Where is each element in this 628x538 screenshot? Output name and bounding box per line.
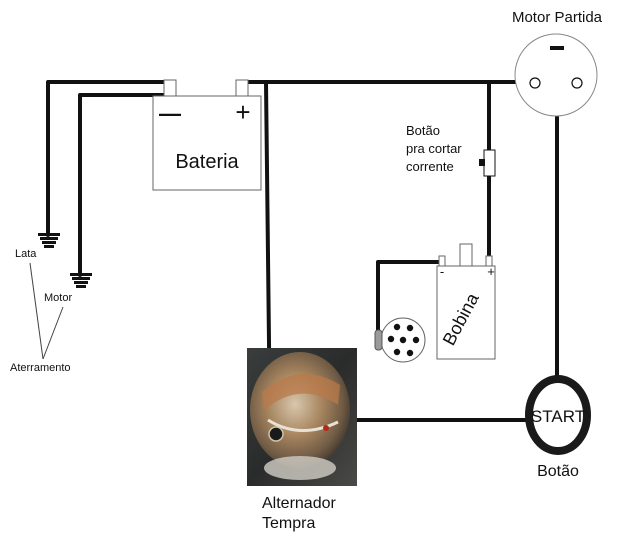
aterramento-label: Aterramento	[10, 362, 71, 374]
alternator-housing	[250, 352, 350, 468]
cutoff-label-line1: Botão	[406, 123, 440, 138]
pointer-lata	[29, 262, 44, 360]
coil-positive-terminal	[485, 255, 493, 267]
battery-label: Bateria	[175, 151, 239, 173]
pointer-motor	[42, 306, 64, 360]
distributor-cap	[374, 317, 426, 363]
alternator-terminal	[268, 426, 284, 442]
battery: — + Bateria	[152, 79, 262, 191]
start-button: START Botão	[525, 375, 591, 480]
ignition-coil: - + Bobina	[436, 243, 496, 360]
lata-label: Lata	[15, 248, 37, 260]
starter-terminal-left	[529, 77, 541, 89]
grounding-annotations: Lata Motor Aterramento	[10, 248, 72, 374]
alternator-label-line2: Tempra	[262, 515, 315, 532]
alternator-red-terminal	[323, 425, 329, 431]
ground-motor	[70, 273, 92, 288]
wire-battery-to-alternator	[240, 80, 272, 432]
starter-minus-mark	[550, 46, 564, 50]
starter-motor-circle	[514, 33, 598, 117]
alternator-label-line1: Alternador	[262, 495, 336, 512]
alternator-rust-patch	[262, 374, 340, 410]
starter-motor: Motor Partida	[512, 9, 603, 117]
alternator-pulley	[264, 456, 336, 480]
start-button-ring	[525, 375, 591, 455]
motor-label: Motor	[44, 292, 72, 304]
wire-coil-to-distributor	[376, 260, 443, 337]
distributor-cap-holes	[387, 323, 420, 357]
cutoff-label-line3: corrente	[406, 159, 454, 174]
start-button-label: Botão	[537, 463, 579, 480]
coil-center-terminal	[459, 243, 473, 267]
battery-body	[152, 95, 262, 191]
cutoff-switch-body	[483, 149, 496, 177]
coil-minus-sign: -	[440, 264, 444, 279]
distributor-cap-connector	[374, 329, 383, 351]
ground-lata	[38, 233, 60, 248]
battery-positive-terminal	[235, 79, 249, 97]
battery-plus-sign: +	[235, 97, 250, 127]
cutoff-switch: Botão pra cortar corrente	[406, 123, 496, 177]
coil-plus-sign: +	[487, 264, 495, 279]
battery-negative-terminal	[163, 79, 177, 97]
wire-ground-lata	[46, 80, 172, 237]
coil-body	[436, 265, 496, 360]
alternator-bracket	[267, 418, 339, 432]
start-button-text: START	[531, 407, 585, 426]
battery-minus-sign: —	[159, 101, 181, 126]
cutoff-label-line2: pra cortar	[406, 141, 462, 156]
alternator: Alternador Tempra	[247, 348, 357, 532]
coil-negative-terminal	[438, 255, 446, 267]
starter-motor-label: Motor Partida	[512, 9, 603, 26]
cutoff-switch-knob	[479, 159, 485, 166]
starter-terminal-right	[571, 77, 583, 89]
wire-ground-motor	[78, 93, 172, 277]
